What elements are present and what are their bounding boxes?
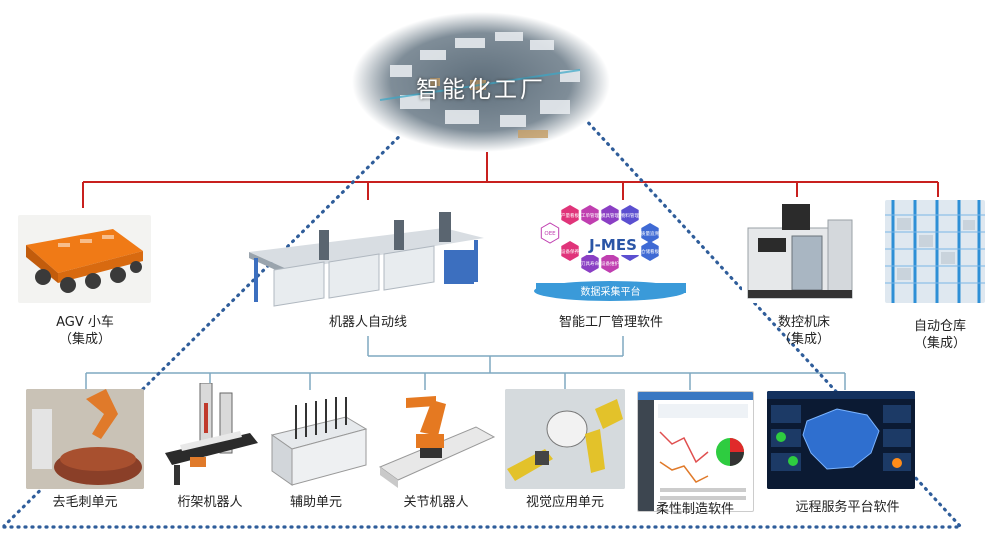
warehouse-label-line2: （集成） <box>913 336 966 351</box>
mes-hex-item: 仓储看板 <box>641 241 659 261</box>
warehouse-rack-icon <box>885 200 985 303</box>
mes-hex-item: 设备维护 <box>601 253 619 273</box>
agv-label: AGV 小车 （集成） <box>40 314 130 348</box>
gantry-line-icon <box>244 210 494 308</box>
mes-hex-label: 设备保养 <box>561 248 579 255</box>
robot-line-label: 机器人自动线 <box>328 315 407 330</box>
mes-hex-item: OEE <box>540 222 560 244</box>
articulated-robot-icon <box>376 392 496 489</box>
mes-logo: J-MES <box>587 235 639 255</box>
cnc-label-line1: 数控机床 <box>777 315 830 330</box>
mes-hex-icon: 产量看板工单管理模具管理物料管理OEE质量追溯设备保养刀具寿命设备维护人员绩效仓… <box>532 205 689 303</box>
agv-cart-icon <box>18 215 151 303</box>
mes-hex-item: 设备保养 <box>561 241 579 261</box>
mes-hex-item: 刀具寿命 <box>581 253 599 273</box>
cnc-machine-icon <box>742 200 857 303</box>
truss-robot-icon <box>160 383 260 489</box>
cnc-label-line2: （集成） <box>777 332 830 347</box>
warehouse-label: 自动仓库 （集成） <box>900 318 980 352</box>
agv-label-line1: AGV 小车 <box>56 315 114 330</box>
map-platform-icon <box>767 391 915 489</box>
mes-hex-item: 模具管理 <box>601 205 619 225</box>
aux-label: 辅助单元 <box>289 495 342 510</box>
mes-hex-item: 物料管理 <box>621 205 639 225</box>
vision-unit-icon <box>505 389 625 489</box>
truss-label: 桁架机器人 <box>177 495 243 510</box>
mes-hex-item: 质量追溯 <box>641 223 659 243</box>
mes-hex-item: 工单管理 <box>581 205 599 225</box>
aux-unit-icon <box>266 395 369 489</box>
deburring-robot-icon <box>26 389 144 489</box>
mes-hex-label: 产量看板 <box>561 212 579 219</box>
mes-hex-label: 工单管理 <box>581 212 599 219</box>
cnc-label: 数控机床 （集成） <box>764 314 844 348</box>
mes-hex-label: OEE <box>544 231 556 237</box>
mes-hex-label: 质量追溯 <box>641 230 659 237</box>
mes-hex-item: 产量看板 <box>561 205 579 225</box>
mes-hex-label: 模具管理 <box>601 212 619 219</box>
warehouse-label-line1: 自动仓库 <box>913 319 966 334</box>
agv-label-line2: （集成） <box>58 332 111 347</box>
flexible-label: 柔性制造软件 <box>655 502 734 517</box>
mes-hex-label: 物料管理 <box>621 212 639 219</box>
mes-label: 智能工厂管理软件 <box>558 315 663 330</box>
mes-hex-label: 设备维护 <box>601 260 619 267</box>
deburr-label: 去毛刺单元 <box>52 495 118 510</box>
vision-label: 视觉应用单元 <box>525 495 604 510</box>
factory-overview-image: 智能化工厂 <box>350 10 612 155</box>
mes-bar-text: 数据采集平台 <box>580 287 641 298</box>
factory-title: 智能化工厂 <box>416 77 546 103</box>
articulated-label: 关节机器人 <box>403 495 469 510</box>
remote-label: 远程服务平台软件 <box>795 500 900 515</box>
dashboard-software-icon <box>637 391 754 512</box>
mes-hex-label: 仓储看板 <box>641 248 659 255</box>
bottom-bracket <box>85 336 846 390</box>
mes-hex-label: 刀具寿命 <box>581 260 599 267</box>
top-connector <box>82 152 939 208</box>
